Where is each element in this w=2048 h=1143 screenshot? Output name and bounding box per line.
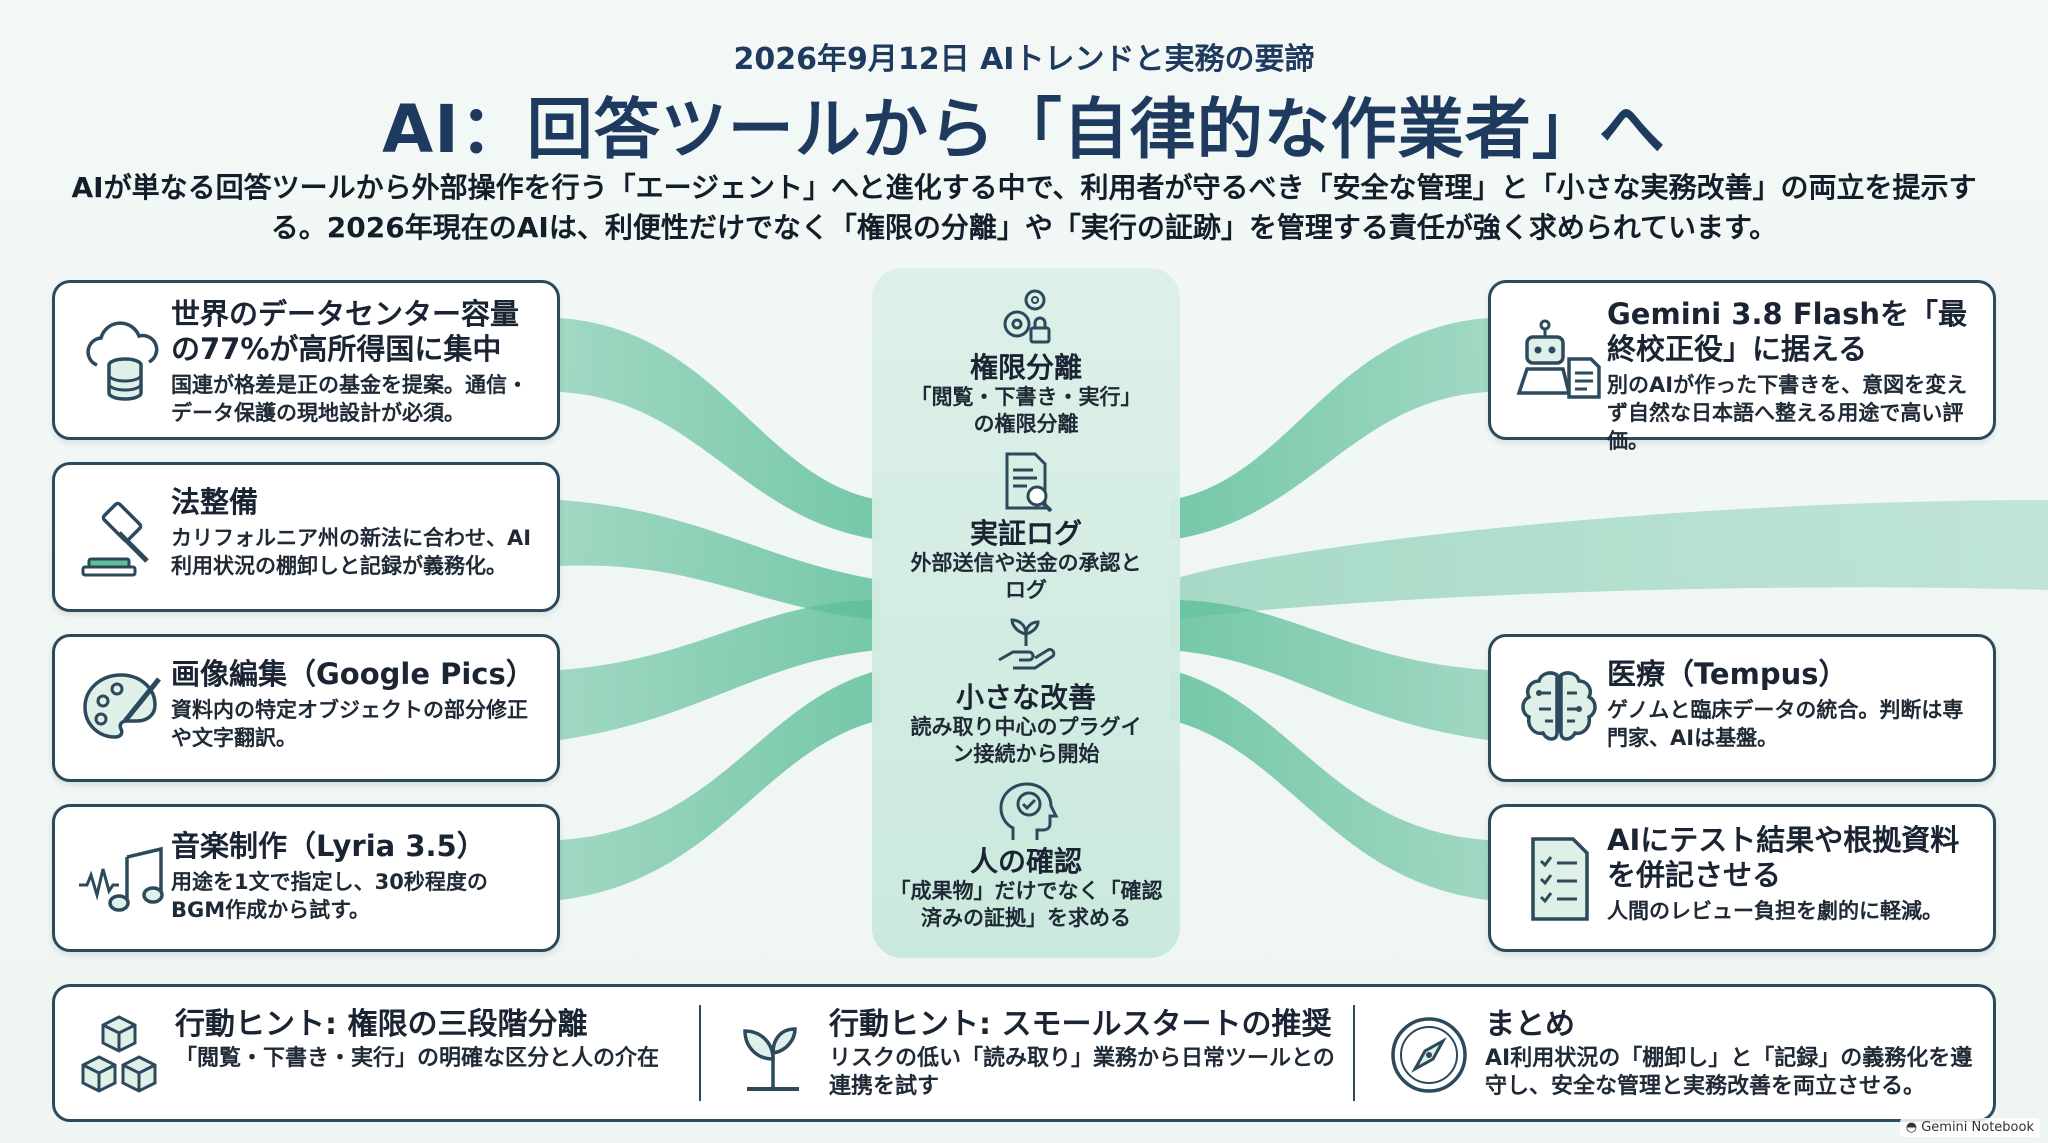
bottom-section-small-start: 行動ヒント: スモールスタートの推奨 リスクの低い「読み取り」業務から日常ツール… bbox=[709, 987, 1349, 1119]
hand-sprout-icon bbox=[998, 618, 1056, 670]
card-title: 音楽制作（Lyria 3.5） bbox=[171, 829, 486, 863]
lead-text: AIが単なる回答ツールから外部操作を行う「エージェント」へと進化する中で、利用者… bbox=[71, 171, 1977, 244]
flow-band-left-2 bbox=[560, 500, 880, 620]
bottom-section-permission: 行動ヒント: 権限の三段階分離 「閲覧・下書き・実行」の明確な区分と人の介在 bbox=[55, 987, 695, 1119]
bottom-desc: 「閲覧・下書き・実行」の明確な区分と人の介在 bbox=[175, 1046, 660, 1071]
flow-band-left-3 bbox=[560, 600, 880, 740]
page-title: AI：回答ツールから「自律的な作業者」へ bbox=[382, 91, 1666, 168]
step-title: 人の確認 bbox=[969, 845, 1082, 878]
flow-band-right-3 bbox=[1170, 600, 1488, 740]
bottom-desc: リスクの低い「読み取り」業務から日常ツールとの連携を試す bbox=[829, 1046, 1335, 1099]
center-panel bbox=[872, 268, 1180, 958]
bottom-bar: 行動ヒント: 権限の三段階分離 「閲覧・下書き・実行」の明確な区分と人の介在 行… bbox=[52, 984, 1996, 1122]
card-desc: 資料内の特定オブジェクトの部分修正や文字翻訳。 bbox=[171, 698, 528, 750]
flow-band-left-4 bbox=[560, 670, 880, 900]
card-image-editing: 画像編集（Google Pics） 資料内の特定オブジェクトの部分修正や文字翻訳… bbox=[52, 634, 560, 782]
brand-label: Gemini Notebook bbox=[1921, 1120, 2034, 1135]
music-note-icon bbox=[79, 846, 164, 912]
notebook-icon: ◓ bbox=[1905, 1120, 1918, 1135]
divider bbox=[699, 1005, 701, 1101]
step-desc: 「閲覧・下書き・実行」の権限分離 bbox=[910, 385, 1142, 436]
step-title: 権限分離 bbox=[969, 351, 1082, 384]
card-title: 医療（Tempus） bbox=[1607, 657, 1848, 691]
card-desc: 人間のレビュー負担を劇的に軽減。 bbox=[1607, 899, 1943, 923]
card-desc: 用途を1文で指定し、30秒程度のBGM作成から試す。 bbox=[171, 870, 488, 922]
flow-band-right-1 bbox=[1170, 318, 1488, 540]
card-test-results: AIにテスト結果や根拠資料を併記させる 人間のレビュー負担を劇的に軽減。 bbox=[1488, 804, 1996, 952]
step-desc: 「成果物」だけでなく「確認済みの証拠」を求める bbox=[889, 879, 1163, 930]
center-step-improve: 小さな改善 読み取り中心のプラグイン接続から開始 bbox=[872, 612, 1180, 768]
cloud-database-icon bbox=[86, 321, 159, 401]
card-desc: 別のAIが作った下書きを、意図を変えず自然な日本語へ整える用途で高い評価。 bbox=[1607, 373, 1968, 453]
bottom-title: まとめ bbox=[1485, 1007, 1575, 1042]
card-title: 世界のデータセンター容量の77%が高所得国に集中 bbox=[171, 297, 520, 366]
brand-footer: ◓ Gemini Notebook bbox=[1899, 1118, 2040, 1137]
bottom-desc: AI利用状況の「棚卸し」と「記録」の義務化を遵守し、安全な管理と実務改善を両立さ… bbox=[1485, 1046, 1973, 1099]
flow-band-left-1 bbox=[560, 318, 880, 540]
step-title: 小さな改善 bbox=[955, 681, 1096, 714]
checklist-icon bbox=[1531, 837, 1589, 921]
step-desc: 外部送信や送金の承認とログ bbox=[910, 551, 1142, 602]
robot-document-icon bbox=[1516, 319, 1601, 399]
card-desc: カリフォルニア州の新法に合わせ、AI利用状況の棚卸しと記録が義務化。 bbox=[171, 526, 532, 578]
card-medical: 医療（Tempus） ゲノムと臨床データの統合。判断は専門家、AIは基盤。 bbox=[1488, 634, 1996, 782]
card-title: AIにテスト結果や根拠資料を併記させる bbox=[1607, 823, 1960, 892]
bottom-title: 行動ヒント: 権限の三段階分離 bbox=[175, 1007, 588, 1042]
card-title: 法整備 bbox=[171, 485, 259, 519]
card-gemini-flash: Gemini 3.8 Flashを「最終校正役」に据える 別のAIが作った下書き… bbox=[1488, 280, 1996, 453]
card-legislation: 法整備 カリフォルニア州の新法に合わせ、AI利用状況の棚卸しと記録が義務化。 bbox=[52, 462, 560, 612]
center-step-permission: 権限分離 「閲覧・下書き・実行」の権限分離 bbox=[872, 282, 1180, 438]
sprout-icon bbox=[743, 1027, 799, 1091]
log-search-icon bbox=[1005, 452, 1053, 513]
palette-icon bbox=[83, 673, 161, 739]
flow-band-right-2 bbox=[1170, 500, 2048, 620]
divider bbox=[1353, 1005, 1355, 1101]
card-desc: 国連が格差是正の基金を提案。通信・データ保護の現地設計が必須。 bbox=[171, 373, 528, 425]
bottom-section-summary: まとめ AI利用状況の「棚卸し」と「記録」の義務化を遵守し、安全な管理と実務改善… bbox=[1365, 987, 1985, 1119]
cubes-icon bbox=[81, 1015, 157, 1093]
flow-band-right-4 bbox=[1170, 670, 1488, 900]
step-title: 実証ログ bbox=[969, 517, 1082, 550]
header-subtitle: 2026年9月12日 AIトレンドと実務の要諦 bbox=[733, 42, 1315, 77]
card-music: 音楽制作（Lyria 3.5） 用途を1文で指定し、30秒程度のBGM作成から試… bbox=[52, 804, 560, 952]
step-desc: 読み取り中心のプラグイン接続から開始 bbox=[910, 715, 1142, 766]
center-step-human-check: 人の確認 「成果物」だけでなく「確認済みの証拠」を求める bbox=[872, 776, 1180, 932]
brain-circuit-icon bbox=[1521, 671, 1597, 741]
card-title: 画像編集（Google Pics） bbox=[171, 657, 535, 691]
card-datacenter: 世界のデータセンター容量の77%が高所得国に集中 国連が格差是正の基金を提案。通… bbox=[52, 280, 560, 440]
card-title: Gemini 3.8 Flashを「最終校正役」に据える bbox=[1607, 297, 1968, 366]
head-check-icon bbox=[999, 782, 1059, 840]
card-desc: ゲノムと臨床データの統合。判断は専門家、AIは基盤。 bbox=[1607, 698, 1964, 750]
gears-lock-icon bbox=[1003, 289, 1051, 344]
bottom-title: 行動ヒント: スモールスタートの推奨 bbox=[829, 1007, 1332, 1042]
center-step-log: 実証ログ 外部送信や送金の承認とログ bbox=[872, 448, 1180, 604]
compass-icon bbox=[1391, 1017, 1467, 1093]
gavel-icon bbox=[81, 501, 149, 577]
